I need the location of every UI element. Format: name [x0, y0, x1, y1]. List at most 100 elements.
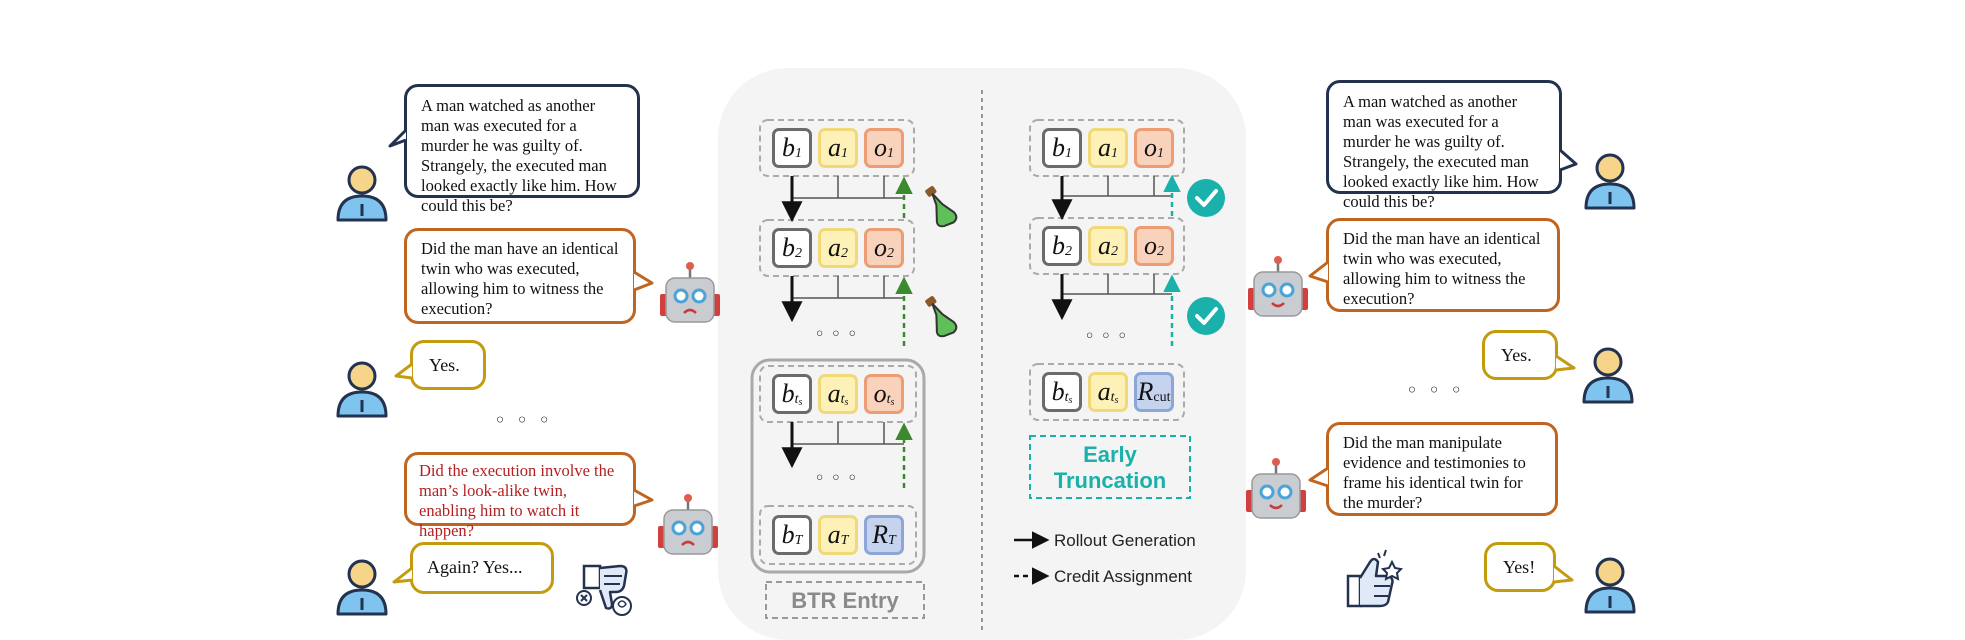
cell-subscript: 1 [1111, 146, 1118, 161]
cell-symbol: b [782, 133, 795, 162]
cell-subscript: T [888, 533, 896, 548]
btr-row4-group [759, 505, 917, 565]
robot-icons [658, 256, 1308, 555]
cell-subscript: t [794, 392, 799, 407]
right-user-yes2-text: Yes! [1503, 557, 1536, 577]
robot-icon [1246, 458, 1306, 519]
cell-symbol: o [873, 379, 887, 408]
cell-symbol: a [828, 133, 841, 162]
cell-subsubscript: s [844, 397, 849, 408]
right-bot-question2-text: Did the man manipulate evidence and test… [1343, 433, 1526, 512]
legend-credit: Credit Assignment [1054, 567, 1192, 586]
btr-row2-group [759, 219, 915, 277]
et-caption-line1: Early [1083, 442, 1138, 467]
check-circle-icon [1187, 179, 1225, 217]
right-user-question-bubble: A man watched as another man was execute… [1326, 80, 1562, 211]
legend: Rollout Generation Credit Assignment [1014, 531, 1196, 586]
cell-symbol: o [1144, 231, 1157, 260]
btr-entry-box [750, 358, 926, 574]
cell-subscript: t [1064, 390, 1069, 405]
cell-symbol: a [1098, 231, 1111, 260]
thumbs-up-icon [1346, 549, 1404, 608]
cell-symbol: b [1052, 231, 1065, 260]
et-ellipsis: ◦ ◦ ◦ [1084, 326, 1127, 347]
cell-subscript: 2 [795, 246, 802, 261]
left-user-again-text: Again? Yes... [427, 557, 523, 577]
right-user-yes-text: Yes. [1501, 345, 1532, 365]
cell-subscript: 2 [887, 246, 894, 261]
cell-symbol: b [1052, 133, 1065, 162]
cell-symbol: R [872, 520, 889, 549]
btr-ellipsis-1: ◦ ◦ ◦ [814, 324, 857, 345]
right-bot-question1-bubble: Did the man have an identical twin who w… [1326, 218, 1560, 312]
et-caption-line2: Truncation [1054, 468, 1166, 493]
left-ellipsis: ◦ ◦ ◦ [494, 408, 553, 432]
cell-subscript: T [794, 533, 803, 548]
et-row3-group [1029, 363, 1185, 421]
person-icon [1584, 153, 1636, 210]
cell-subsubscript: s [1068, 395, 1073, 406]
btr-row1-group [759, 119, 915, 177]
person-icon [336, 165, 388, 222]
left-bot-question2-text: Did the execution involve the man’s look… [419, 461, 615, 540]
legend-rollout: Rollout Generation [1054, 531, 1196, 550]
cell-symbol: o [874, 233, 887, 262]
right-bot-question1-text: Did the man have an identical twin who w… [1343, 229, 1541, 308]
person-icon [336, 361, 388, 418]
flask-icon [925, 296, 958, 338]
cell-symbol: b [781, 520, 795, 549]
cell-subscript: 1 [1065, 146, 1072, 161]
cell-subscript: cut [1153, 390, 1171, 405]
cell-symbol: b [782, 233, 795, 262]
cell-symbol: o [1144, 133, 1157, 162]
et-row1-group [1029, 119, 1185, 177]
robot-icon [658, 494, 718, 555]
right-user-question-text: A man watched as another man was execute… [1343, 92, 1539, 211]
cell-symbol: o [874, 133, 887, 162]
thumbs-down-icon [576, 564, 632, 616]
cell-subscript: 1 [795, 146, 802, 161]
cell-symbol: b [1051, 377, 1065, 406]
left-user-yes-text: Yes. [429, 355, 460, 375]
cell-subsubscript: s [890, 397, 895, 408]
right-user-yes-bubble: Yes. [1482, 330, 1558, 380]
btr-caption-box [765, 581, 925, 619]
cell-subscript: 1 [887, 146, 894, 161]
btr-caption: BTR Entry [791, 588, 899, 613]
cell-subscript: 2 [841, 246, 848, 261]
left-bot-question1-bubble: Did the man have an identical twin who w… [404, 228, 636, 324]
bubble-tails [388, 128, 1578, 584]
cell-subscript: t [840, 392, 845, 407]
person-icon [1582, 347, 1634, 404]
left-user-question-text: A man watched as another man was execute… [421, 96, 617, 215]
cell-symbol: R [1137, 377, 1154, 406]
cell-symbol: a [1098, 133, 1111, 162]
right-bot-question2-bubble: Did the man manipulate evidence and test… [1326, 422, 1558, 516]
cell-subscript: 2 [1111, 244, 1118, 259]
robot-icon [1248, 256, 1308, 317]
cell-symbol: a [827, 520, 841, 549]
left-bot-question1-text: Did the man have an identical twin who w… [421, 239, 619, 318]
cell-subscript: 2 [1157, 244, 1164, 259]
right-ellipsis: ◦ ◦ ◦ [1406, 378, 1465, 402]
cell-subscript: 2 [1065, 244, 1072, 259]
